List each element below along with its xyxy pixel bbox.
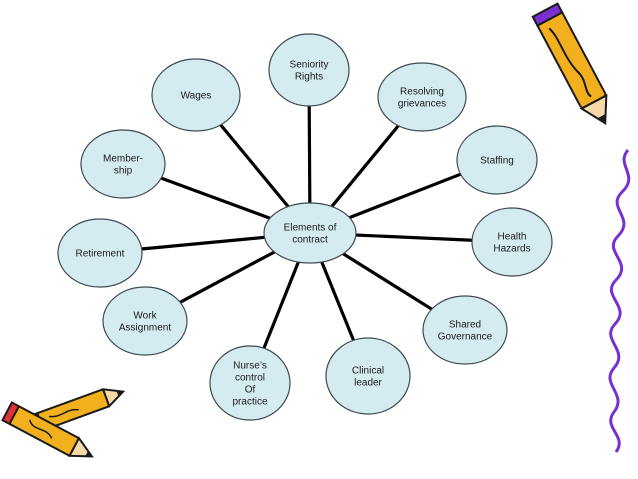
node-label: Retirement [76,249,125,260]
pencils-icon [1,388,126,458]
node-shape [377,62,467,132]
node-shape [209,345,291,421]
node-shape [102,286,188,356]
node-label: Shared [449,320,481,331]
node-label: leader [354,378,382,389]
node-shape [471,207,553,277]
connector-line [219,123,290,208]
center-node-label: contract [292,235,328,246]
connector-line [348,172,462,220]
connector-line [307,105,312,204]
node-label: Hazards [493,244,530,255]
node-label: Wages [181,91,212,102]
node-shape [456,125,538,195]
connector-line [262,261,300,349]
node-label: grievances [398,99,446,110]
node-label: control [235,373,265,384]
node-label: Staffing [480,156,514,167]
node-label: Governance [438,332,493,343]
center-node-shape [263,202,357,264]
node-label: Work [133,311,157,322]
connector-line [320,261,356,341]
connector-line [342,252,433,311]
node-label: Seniority [290,60,329,71]
node-label: Nurse’s [233,361,267,372]
node-label: practice [232,397,267,408]
node-label: Rights [295,72,323,83]
node-shape [151,58,241,132]
pencil-icon [531,2,608,125]
node-shape [80,129,166,199]
node-label: Clinical [352,366,384,377]
node-label: Of [245,385,256,396]
connector-line [330,124,400,208]
node-shape [268,33,350,107]
node-wages: Wages [151,58,241,132]
node-label: Member- [103,154,143,165]
connector-line [141,235,265,251]
center-node-label: Elements of [284,223,337,234]
topic-nodes: SeniorityRightsResolvinggrievancesStaffi… [57,33,553,421]
node-shape [422,295,508,365]
node-label: Health [498,232,527,243]
node-retirement: Retirement [57,218,143,288]
connector-line [179,250,276,304]
connector-line [160,176,271,220]
wavy-border-right [608,149,631,453]
node-shape [325,337,411,415]
node-label: Assignment [119,323,171,334]
connector-lines [141,105,473,349]
node-shape [57,218,143,288]
node-membership: Member-ship [80,129,166,199]
connector-line [355,233,473,242]
node-label: ship [114,166,133,177]
node-label: Resolving [400,87,444,98]
node-staffing: Staffing [456,125,538,195]
